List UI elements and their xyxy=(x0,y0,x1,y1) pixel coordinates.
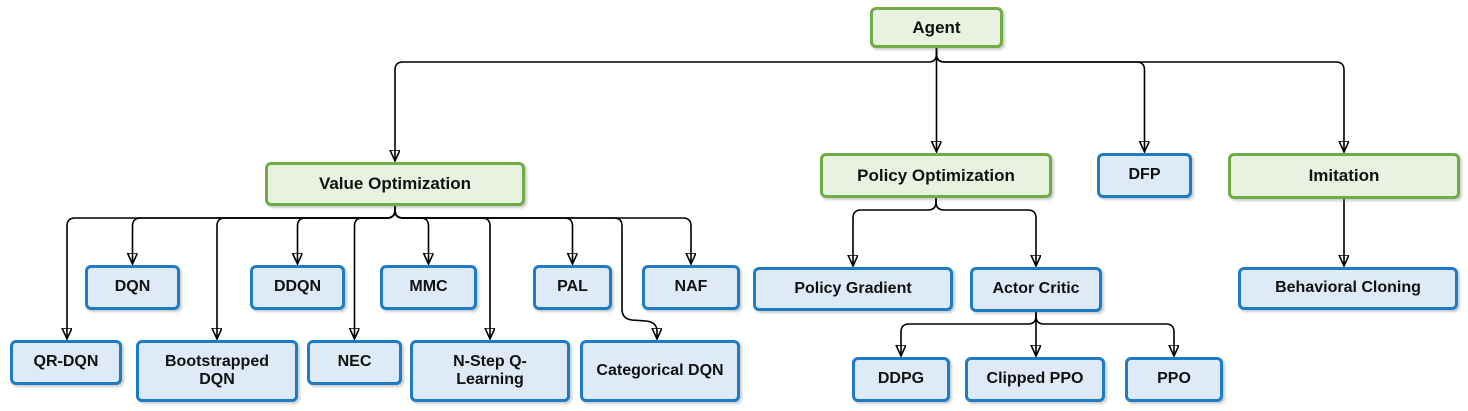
node-label: Bootstrapped DQN xyxy=(165,352,269,388)
node-clipped-ppo: Clipped PPO xyxy=(965,357,1105,402)
edge-value-optimization-naf xyxy=(394,206,691,264)
node-policy-gradient: Policy Gradient xyxy=(753,267,953,311)
node-label: Imitation xyxy=(1308,166,1380,186)
node-categorical-dqn: Categorical DQN xyxy=(580,340,740,402)
edge-policy-optimization-actor-critic xyxy=(935,198,1036,266)
node-agent: Agent xyxy=(870,7,1003,48)
node-dqn: DQN xyxy=(85,265,180,310)
edge-policy-optimization-policy-gradient xyxy=(853,198,937,266)
edge-actor-critic-ppo xyxy=(1035,312,1174,356)
edge-agent-dfp xyxy=(935,48,1145,152)
edge-value-optimization-mmc xyxy=(394,206,429,264)
edge-value-optimization-pal xyxy=(394,206,573,264)
node-mmc: MMC xyxy=(380,265,477,310)
node-policy-optimization: Policy Optimization xyxy=(820,153,1052,198)
edge-value-optimization-dqn xyxy=(133,206,396,264)
node-label: DFP xyxy=(1128,166,1161,184)
node-nec: NEC xyxy=(307,340,402,385)
node-label: Behavioral Cloning xyxy=(1275,279,1421,297)
edge-value-optimization-nec xyxy=(355,206,396,339)
node-label: Clipped PPO xyxy=(986,370,1084,388)
node-label: N-Step Q-Learning xyxy=(453,352,527,388)
node-value-optimization: Value Optimization xyxy=(265,162,525,206)
edge-agent-imitation xyxy=(935,48,1345,152)
node-bootstrapped-dqn: Bootstrapped DQN xyxy=(136,340,298,402)
node-n-step-q-learning: N-Step Q-Learning xyxy=(410,340,570,402)
node-label: PPO xyxy=(1157,370,1191,388)
node-imitation: Imitation xyxy=(1228,153,1460,199)
node-label: MMC xyxy=(409,278,448,296)
node-pal: PAL xyxy=(533,265,612,310)
node-label: Categorical DQN xyxy=(596,361,724,379)
node-actor-critic: Actor Critic xyxy=(970,267,1102,312)
node-label: Policy Optimization xyxy=(857,165,1015,185)
node-label: NEC xyxy=(337,353,372,371)
node-behavioral-cloning: Behavioral Cloning xyxy=(1238,267,1458,310)
node-label: Policy Gradient xyxy=(794,279,912,297)
edge-actor-critic-ddpg xyxy=(901,312,1037,356)
node-label: QR-DQN xyxy=(33,353,99,371)
node-label: Agent xyxy=(912,17,961,37)
node-naf: NAF xyxy=(642,265,740,310)
node-qr-dqn: QR-DQN xyxy=(10,340,122,385)
node-ddqn: DDQN xyxy=(250,265,345,310)
node-ddpg: DDPG xyxy=(852,357,950,402)
node-label: PAL xyxy=(557,278,588,296)
edge-value-optimization-ddqn xyxy=(298,206,396,264)
node-label: Value Optimization xyxy=(318,174,472,194)
node-label: DDQN xyxy=(273,278,322,296)
node-label: NAF xyxy=(674,278,708,296)
node-label: DQN xyxy=(114,278,151,296)
node-label: Actor Critic xyxy=(992,280,1080,298)
node-ppo: PPO xyxy=(1125,357,1223,402)
edge-agent-value-optimization xyxy=(395,48,938,161)
node-label: DDPG xyxy=(877,370,925,388)
node-dfp: DFP xyxy=(1097,153,1192,198)
